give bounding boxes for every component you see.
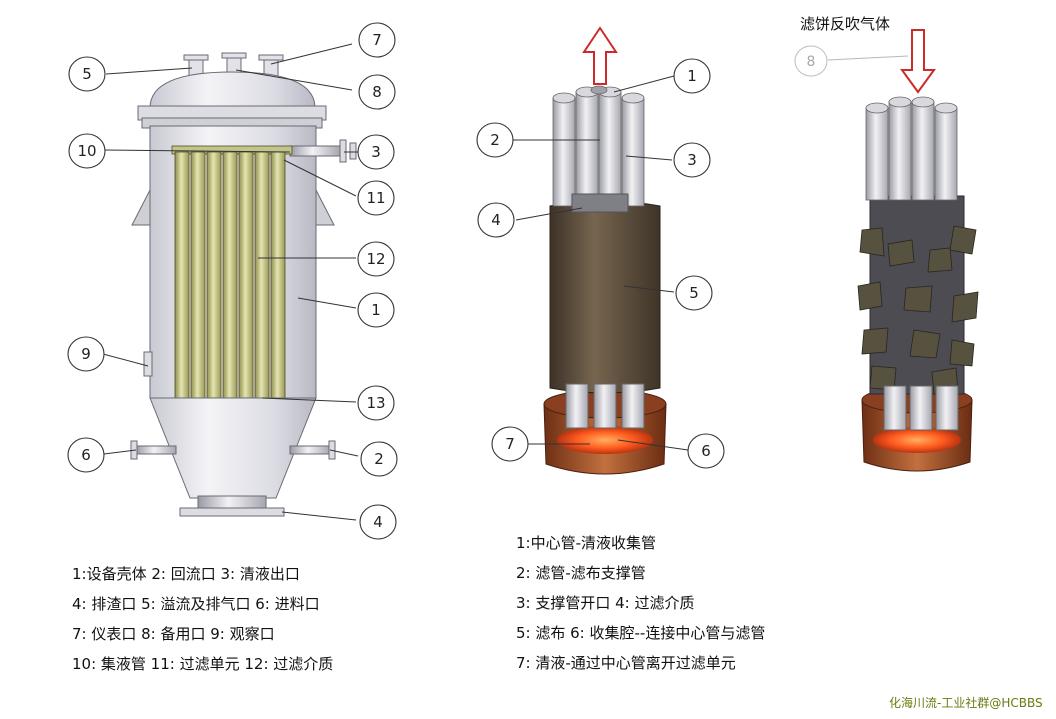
vessel-label-8: 8 xyxy=(372,83,382,101)
vessel-label-12: 12 xyxy=(366,250,385,268)
vessel-cone xyxy=(149,397,317,499)
vessel-label-6: 6 xyxy=(81,446,91,464)
unit-label-1: 1 xyxy=(687,67,697,85)
vessel-label-1: 1 xyxy=(371,301,381,319)
vessel-legend: 1:设备壳体 2: 回流口 3: 清液出口 4: 排渣口 5: 溢流及排气口 6… xyxy=(72,559,333,679)
unit-legend-line: 3: 支撑管开口 4: 过滤介质 xyxy=(516,594,695,612)
filter-unit-drawing xyxy=(543,26,667,475)
unit-legend-line: 2: 滤管-滤布支撑管 xyxy=(516,564,646,582)
unit-label-7: 7 xyxy=(505,435,515,453)
vessel-legend-line: 10: 集液管 11: 过滤单元 12: 过滤介质 xyxy=(72,655,334,673)
vessel-label-11: 11 xyxy=(366,189,385,207)
vessel-callout-circles xyxy=(67,22,398,540)
vessel-drawing xyxy=(130,52,357,517)
vessel-label-13: 13 xyxy=(366,394,385,412)
vessel-label-7: 7 xyxy=(372,31,382,49)
backwash-callout-circle xyxy=(794,45,828,77)
unit-label-3: 3 xyxy=(687,151,697,169)
backwash-unit-drawing: 8 xyxy=(794,29,979,472)
support-tubes xyxy=(552,85,645,207)
unit-legend-line: 5: 滤布 6: 收集腔--连接中心管与滤管 xyxy=(516,624,766,642)
unit-callout-circles xyxy=(476,58,725,469)
unit-callout-numbers: 1 2 3 4 5 7 6 xyxy=(490,67,711,460)
unit-legend-line: 7: 清液-通过中心管离开过滤单元 xyxy=(516,654,736,672)
unit-legend: 1:中心管-清液收集管 2: 滤管-滤布支撑管 3: 支撑管开口 4: 过滤介质… xyxy=(516,528,765,678)
vessel-dome xyxy=(149,71,316,109)
backwash-gas-label: 滤饼反吹气体 xyxy=(800,15,891,33)
vessel-label-2: 2 xyxy=(374,450,384,468)
vessel-callouts xyxy=(102,43,359,521)
unit-label-5: 5 xyxy=(689,284,699,302)
vessel-label-10: 10 xyxy=(77,142,96,160)
backwash-label: 8 xyxy=(807,54,816,70)
unit-callouts xyxy=(512,75,689,451)
unit-legend-line: 1:中心管-清液收集管 xyxy=(516,534,657,552)
vessel-legend-line: 7: 仪表口 8: 备用口 9: 观察口 xyxy=(72,625,275,643)
unit-label-4: 4 xyxy=(491,211,501,229)
unit-label-6: 6 xyxy=(701,442,711,460)
watermark: 化海川流-工业社群@HCBBS xyxy=(889,696,1043,710)
outlet-nozzle xyxy=(289,145,341,157)
vessel-callout-numbers: 5 7 8 10 3 11 12 1 9 13 6 2 4 xyxy=(77,31,385,531)
vessel-label-4: 4 xyxy=(373,513,383,531)
vessel-label-3: 3 xyxy=(371,143,381,161)
filter-cloth xyxy=(549,200,661,394)
vessel-label-9: 9 xyxy=(81,345,91,363)
vessel-label-5: 5 xyxy=(82,65,92,83)
filtrate-up-arrow xyxy=(582,26,618,85)
vessel-legend-line: 1:设备壳体 2: 回流口 3: 清液出口 xyxy=(72,565,300,583)
backwash-down-arrow xyxy=(900,29,936,94)
filter-cake-flakes xyxy=(857,225,979,395)
filter-elements xyxy=(171,145,293,407)
vessel-legend-line: 4: 排渣口 5: 溢流及排气口 6: 进料口 xyxy=(72,595,320,613)
unit-label-2: 2 xyxy=(490,131,500,149)
